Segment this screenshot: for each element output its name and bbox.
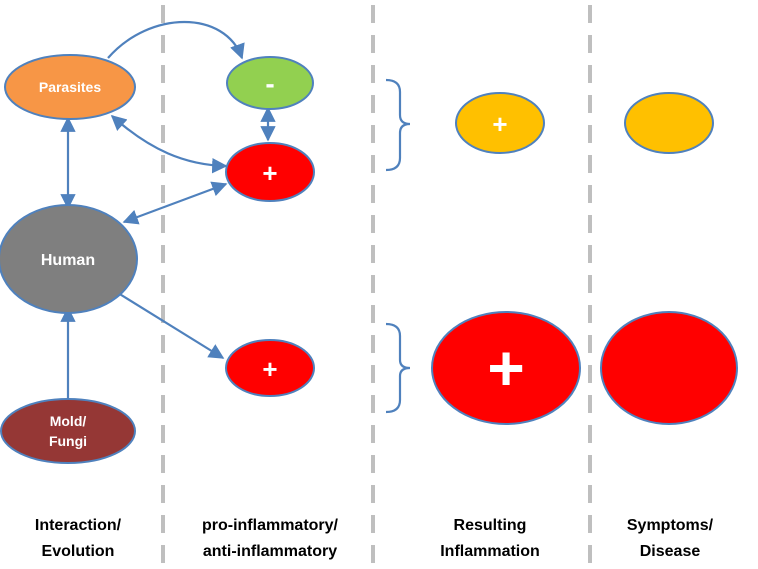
parasites-label: Parasites xyxy=(39,79,101,95)
result-bottom-sign: + xyxy=(487,332,524,404)
pro-inflammatory-node-bottom: + xyxy=(225,339,315,397)
mold-label-line1: Mold/ xyxy=(50,413,87,429)
caption-result-2: Inflammation xyxy=(440,543,540,560)
anti-sign: - xyxy=(265,68,274,99)
anti-inflammatory-node: - xyxy=(226,56,314,110)
parasites-node: Parasites xyxy=(4,54,136,120)
caption-interaction-1: Interaction/ xyxy=(35,517,122,534)
result-severe-node: + xyxy=(431,311,581,425)
brace-top xyxy=(385,78,411,172)
result-mild-node: + xyxy=(455,92,545,154)
pro-inflammatory-node-top: + xyxy=(225,142,315,202)
pro-sign-bottom: + xyxy=(262,354,277,384)
arrow-human-pro-bottom xyxy=(117,292,225,359)
symptoms-mild-node xyxy=(624,92,714,154)
caption-interaction-2: Evolution xyxy=(42,543,115,560)
arrow-human-pro xyxy=(122,181,228,225)
pro-sign-top: + xyxy=(262,158,277,188)
caption-pro-anti-1: pro-inflammatory/ xyxy=(202,517,339,534)
symptoms-severe-node xyxy=(600,311,738,425)
caption-symptoms-2: Disease xyxy=(640,543,701,560)
brace-bottom xyxy=(385,322,411,414)
caption-symptoms-1: Symptoms/ xyxy=(627,517,714,534)
mold-fungi-node: Mold/ Fungi xyxy=(0,398,136,464)
mold-label-line2: Fungi xyxy=(49,433,87,449)
human-node: Human xyxy=(0,204,138,314)
caption-pro-anti-2: anti-inflammatory xyxy=(203,543,337,560)
arrow-parasites-pro xyxy=(110,114,228,174)
caption-result-1: Resulting xyxy=(454,517,527,534)
human-label: Human xyxy=(41,252,95,269)
arrow-parasites-to-anti xyxy=(107,20,245,60)
result-top-sign: + xyxy=(492,109,507,139)
